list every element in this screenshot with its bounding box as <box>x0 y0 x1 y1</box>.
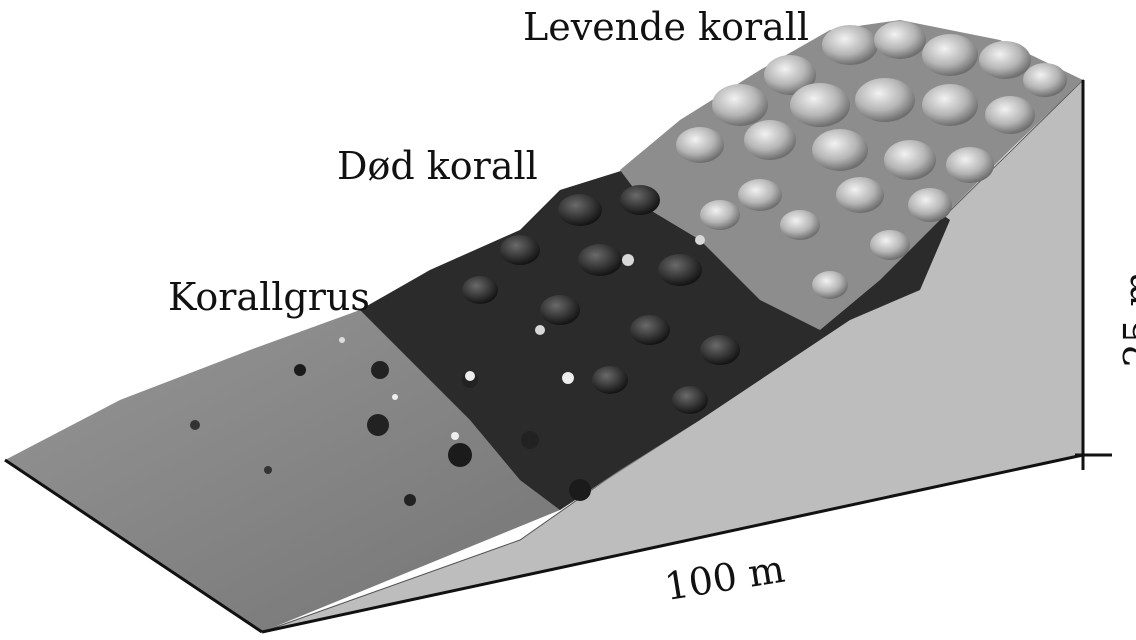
living-coral-label: Levende korall <box>523 8 809 46</box>
height-dimension-label: 25 m <box>1119 271 1136 367</box>
coral-rubble-label: Korallgrus <box>168 278 370 316</box>
dead-coral-label: Død korall <box>337 147 538 185</box>
